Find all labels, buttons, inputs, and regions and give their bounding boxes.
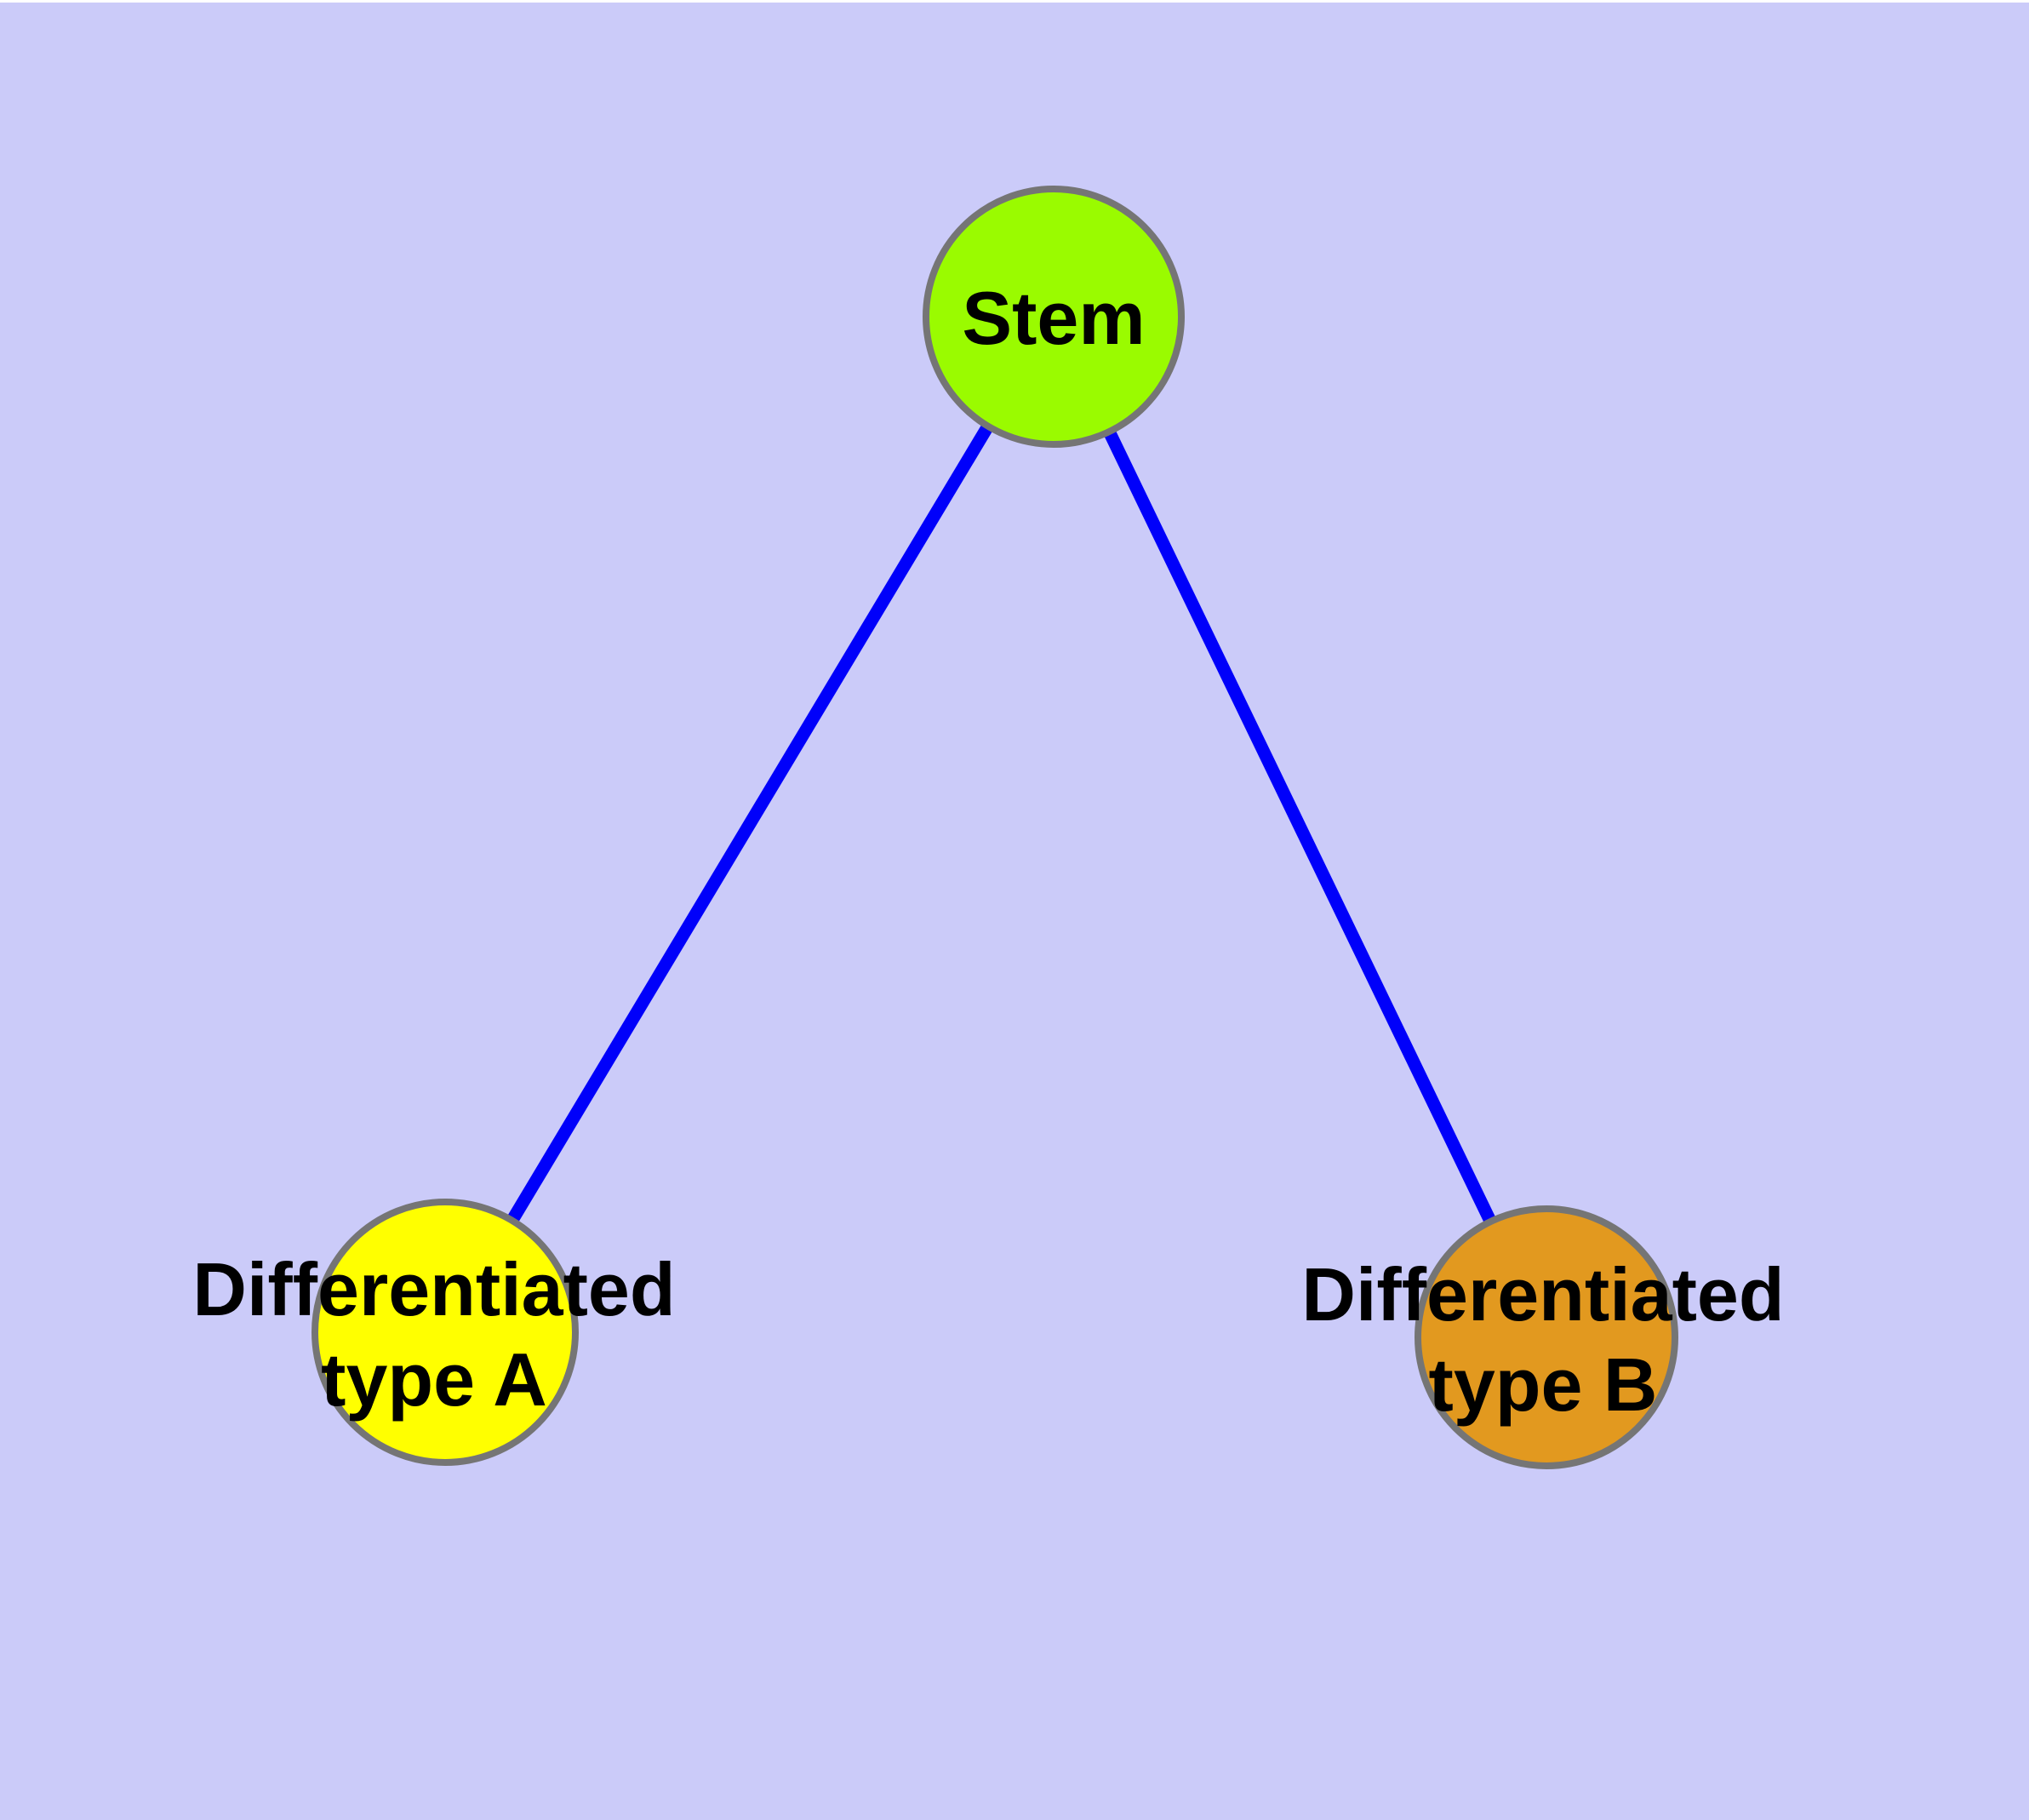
node-stem-circle xyxy=(923,186,1185,448)
top-edge-strip xyxy=(0,0,2029,3)
edge-stem-to-type-a xyxy=(439,313,1060,1336)
edge-stem-to-type-b xyxy=(1048,313,1552,1341)
node-type-b-circle xyxy=(1415,1205,1678,1469)
node-type-a-circle xyxy=(311,1199,579,1466)
